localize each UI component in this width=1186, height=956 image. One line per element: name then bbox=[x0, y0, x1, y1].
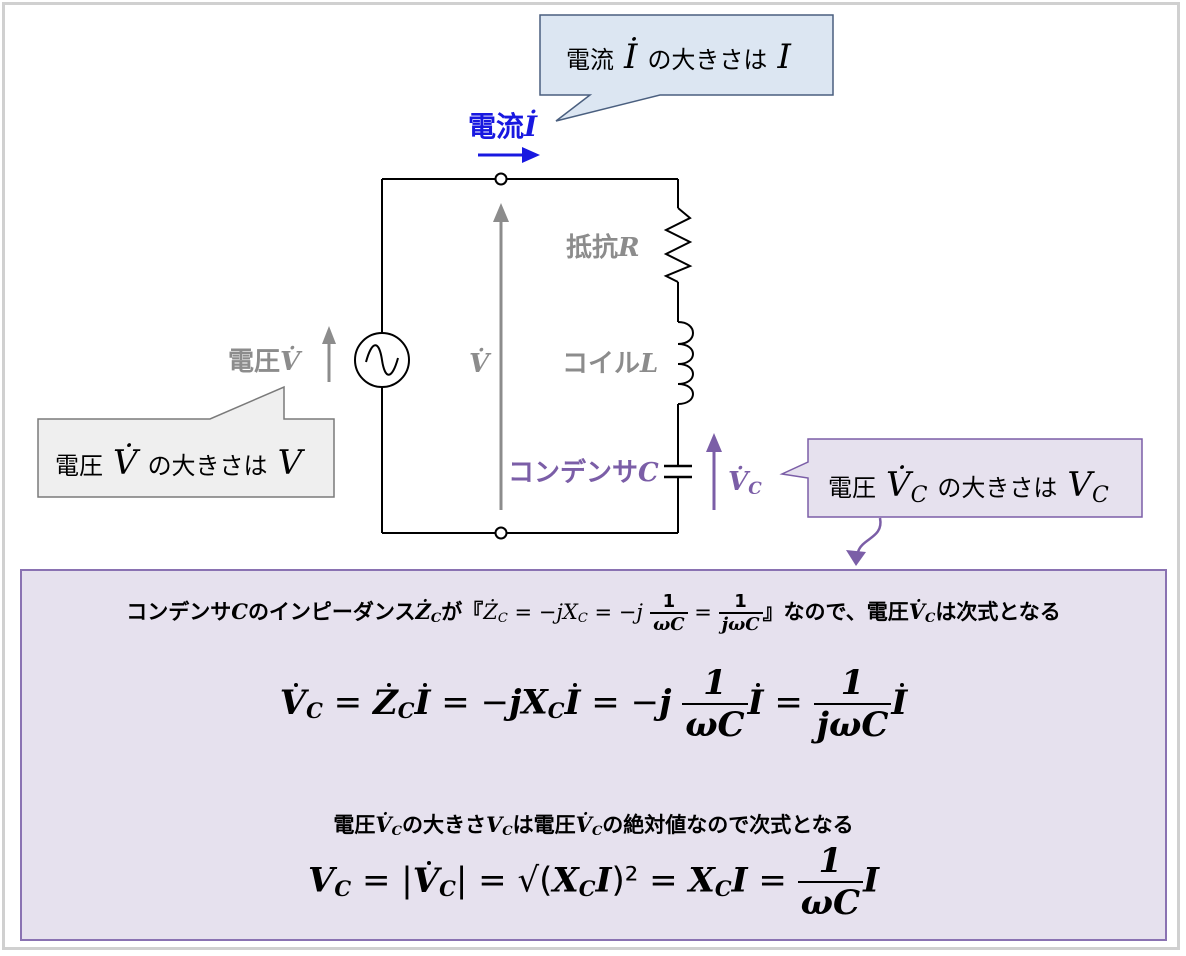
circuit-wires bbox=[381, 178, 679, 534]
callout-connector-arrow-icon bbox=[846, 517, 882, 566]
top-terminal bbox=[494, 172, 508, 186]
center-voltage-arrow-icon bbox=[493, 203, 509, 510]
capacitor-icon bbox=[664, 464, 692, 479]
source-voltage-label: 電圧V̇ bbox=[228, 346, 303, 377]
coil-label: コイルL bbox=[562, 349, 658, 379]
ac-source-icon bbox=[354, 332, 410, 388]
magnitude-sentence: 電圧V̇Cの大きさVCは電圧V̇Cの絶対値なので次式となる bbox=[333, 812, 854, 839]
coil-icon bbox=[677, 321, 694, 405]
current-label: 電流İ bbox=[468, 109, 538, 143]
bottom-terminal bbox=[494, 526, 508, 540]
capacitor-voltage-arrow-icon bbox=[706, 433, 722, 510]
source-voltage-arrow-icon bbox=[322, 326, 336, 382]
resistor-label: 抵抗R bbox=[566, 232, 640, 263]
resistor-icon bbox=[663, 207, 693, 283]
capacitor-voltage-label: V̇C bbox=[728, 466, 762, 499]
capacitor-label: コンデンサC bbox=[508, 457, 659, 488]
center-voltage-label: V̇ bbox=[469, 348, 492, 379]
current-arrow-icon bbox=[478, 147, 540, 163]
